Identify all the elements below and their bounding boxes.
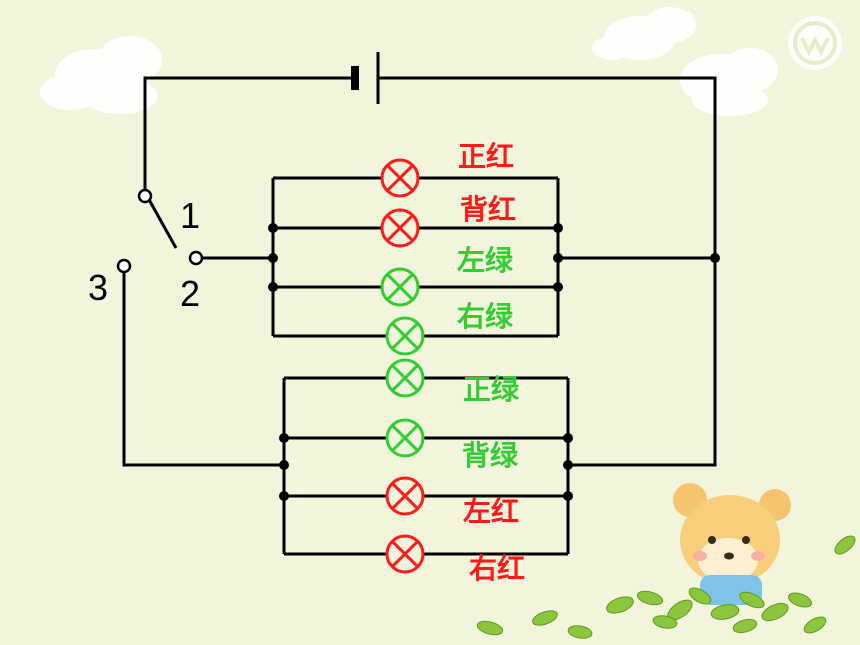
lamp-upper-2-icon <box>380 267 420 307</box>
lamp-upper-1-icon <box>380 208 420 248</box>
cloud-top <box>592 7 696 60</box>
terminal-3-icon <box>116 258 132 274</box>
switch-terminals <box>116 188 204 274</box>
lamp-label-lower-2: 左红 <box>463 495 520 528</box>
cartoon-bear-icon <box>673 483 791 605</box>
leaves-icon <box>476 535 856 639</box>
cloud-right <box>680 48 778 116</box>
lamp-upper-3-icon <box>385 316 425 356</box>
lamp-upper-0-icon <box>380 158 420 198</box>
battery-icon <box>351 52 380 104</box>
logo-badge-icon <box>788 16 842 70</box>
lamp-lower-2-icon <box>385 476 425 516</box>
terminal-1-icon <box>137 188 153 204</box>
cloud-left <box>40 36 162 114</box>
terminal-2-icon <box>188 250 204 266</box>
lamp-label-lower-1: 背绿 <box>462 439 519 472</box>
switch-terminal-3-label: 3 <box>88 267 109 308</box>
lamp-lower-3-icon <box>385 534 425 574</box>
lamp-label-upper-0: 正红 <box>458 140 515 173</box>
lamps <box>380 158 425 574</box>
lamp-label-upper-1: 背红 <box>460 193 517 226</box>
lamp-label-lower-0: 正绿 <box>463 373 520 406</box>
lamp-lower-0-icon <box>385 358 425 398</box>
switch-terminal-2-label: 2 <box>180 273 201 314</box>
wires <box>122 76 717 556</box>
lamp-label-upper-3: 右绿 <box>457 300 514 333</box>
switch-terminal-1-label: 1 <box>180 195 201 236</box>
lamp-label-lower-3: 右红 <box>469 552 526 585</box>
lamp-lower-1-icon <box>385 418 425 458</box>
junction-dots <box>268 223 720 501</box>
lamp-label-upper-2: 左绿 <box>457 244 514 277</box>
